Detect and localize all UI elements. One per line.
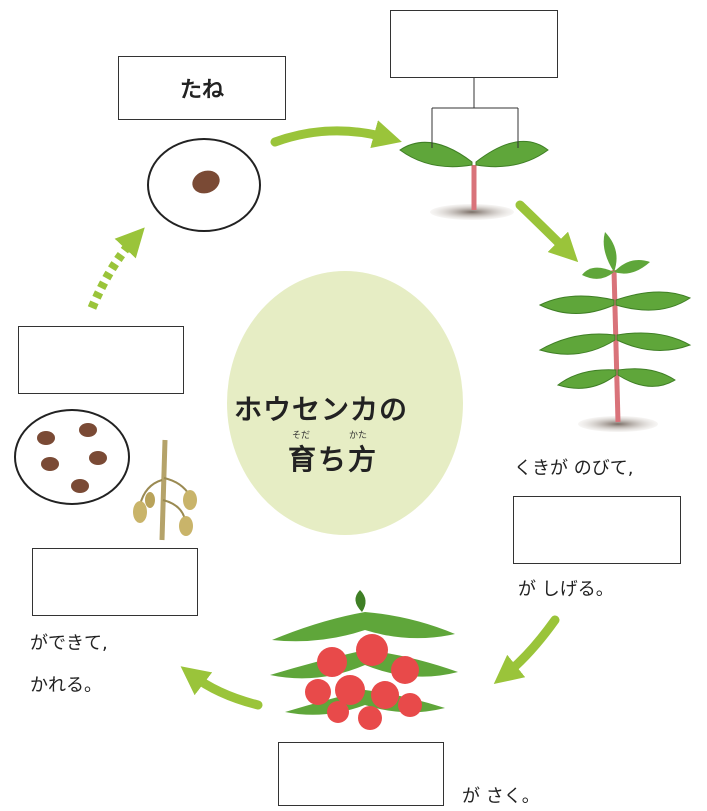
arrow-stem-to-flower <box>493 615 560 684</box>
seed-label-box: たね <box>118 56 286 120</box>
center-title-line1: ホウセンカの <box>234 393 409 426</box>
seed-label: たね <box>179 78 224 103</box>
cotyledon-label-box <box>390 10 558 78</box>
new-seeds-label-box <box>18 326 184 394</box>
stem-caption-before: くきが のびて, <box>514 458 634 479</box>
arrow-flower-to-fruit <box>180 666 263 710</box>
flower-label-box <box>278 742 444 806</box>
center-circle <box>227 271 463 535</box>
flower-caption-after: が さく。 <box>462 786 540 807</box>
ruby-sodachi: そだ <box>292 431 311 441</box>
sprout-icon <box>399 78 549 220</box>
arrow-fruit-to-seed-dotted <box>87 227 145 310</box>
seeds-icon <box>37 423 107 493</box>
stem-caption-after: が しげる。 <box>518 579 614 600</box>
seed-icon <box>192 170 220 194</box>
stem-label-box <box>513 496 681 564</box>
leafy-plant-icon <box>538 232 692 432</box>
arrow-sprout-to-stem <box>515 200 579 263</box>
flowering-plant-icon <box>270 590 458 730</box>
fruit-caption-line1: ができて, <box>30 633 108 654</box>
seeds-circle <box>14 409 130 505</box>
fruit-label-box <box>32 548 198 616</box>
ruby-kata: かた <box>349 431 368 441</box>
fruit-caption-line2: かれる。 <box>30 675 102 696</box>
arrow-seed-to-sprout <box>270 120 402 149</box>
seed-pod-plant-icon <box>133 439 197 541</box>
center-title-line2: 育ち方 <box>288 443 379 476</box>
